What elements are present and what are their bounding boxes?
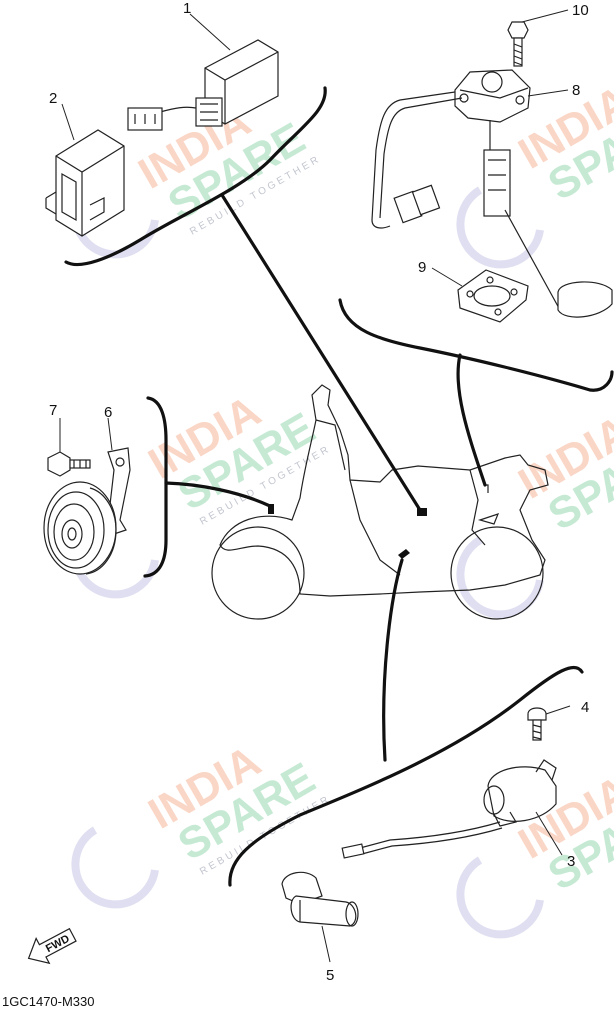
callout-5: 5 — [326, 967, 334, 984]
marker-cdi — [417, 508, 427, 516]
group-bracket-bottom — [228, 665, 584, 887]
callout-3: 3 — [567, 853, 575, 870]
seat-line — [469, 469, 486, 546]
horn — [43, 481, 117, 575]
callout-10: 10 — [572, 2, 589, 19]
group-bracket-top-right — [338, 298, 614, 392]
diagram-code: 1GC1470-M330 — [2, 994, 95, 1009]
component-markers — [268, 484, 500, 559]
fuel-sender-arm — [483, 149, 511, 217]
fwd-label: FWD — [44, 933, 72, 955]
scooter-body-outline — [219, 384, 549, 597]
horn-bolt — [47, 451, 91, 477]
group-bracket-left — [143, 396, 168, 578]
relay — [45, 129, 125, 237]
front-fork — [315, 419, 346, 471]
callout-9: 9 — [418, 259, 426, 276]
callout-4: 4 — [581, 699, 589, 716]
gasket — [457, 269, 529, 323]
marker-rear — [477, 513, 500, 525]
callout-6: 6 — [104, 404, 112, 421]
horn-assembly — [43, 447, 131, 575]
front-wheel — [211, 526, 305, 620]
callout-1: 1 — [183, 0, 191, 17]
callout-8: 8 — [572, 82, 580, 99]
marker-horn — [268, 504, 274, 514]
watermark-middle-right: INDIA SPARE — [511, 406, 614, 540]
watermark-top-right: INDIA SPARE — [511, 76, 614, 210]
rear-wheel — [450, 526, 544, 620]
marker-coil — [398, 549, 410, 559]
fuel-sender-unit — [371, 69, 613, 318]
callout-7: 7 — [49, 402, 57, 419]
ignition-coil — [341, 759, 557, 859]
leader-bottom — [382, 558, 404, 762]
spark-plug-cap — [281, 871, 359, 927]
screw-bolt — [507, 21, 529, 67]
leader-left — [164, 481, 272, 508]
leader-top-left — [220, 193, 422, 512]
screw — [527, 707, 547, 741]
scooter-outline — [211, 384, 549, 620]
forward-arrow-icon: FWD — [27, 927, 77, 965]
callout-2: 2 — [49, 90, 57, 107]
fuel-float — [557, 281, 613, 318]
watermark-middle-left: INDIA SPARE REBUILD TOGETHER — [141, 386, 333, 527]
callout-leaders — [59, 9, 571, 963]
group-bracket-top-left — [64, 86, 327, 267]
cdi-unit — [127, 39, 279, 131]
leader-top-right — [456, 353, 487, 487]
floorboard-line — [349, 479, 401, 576]
